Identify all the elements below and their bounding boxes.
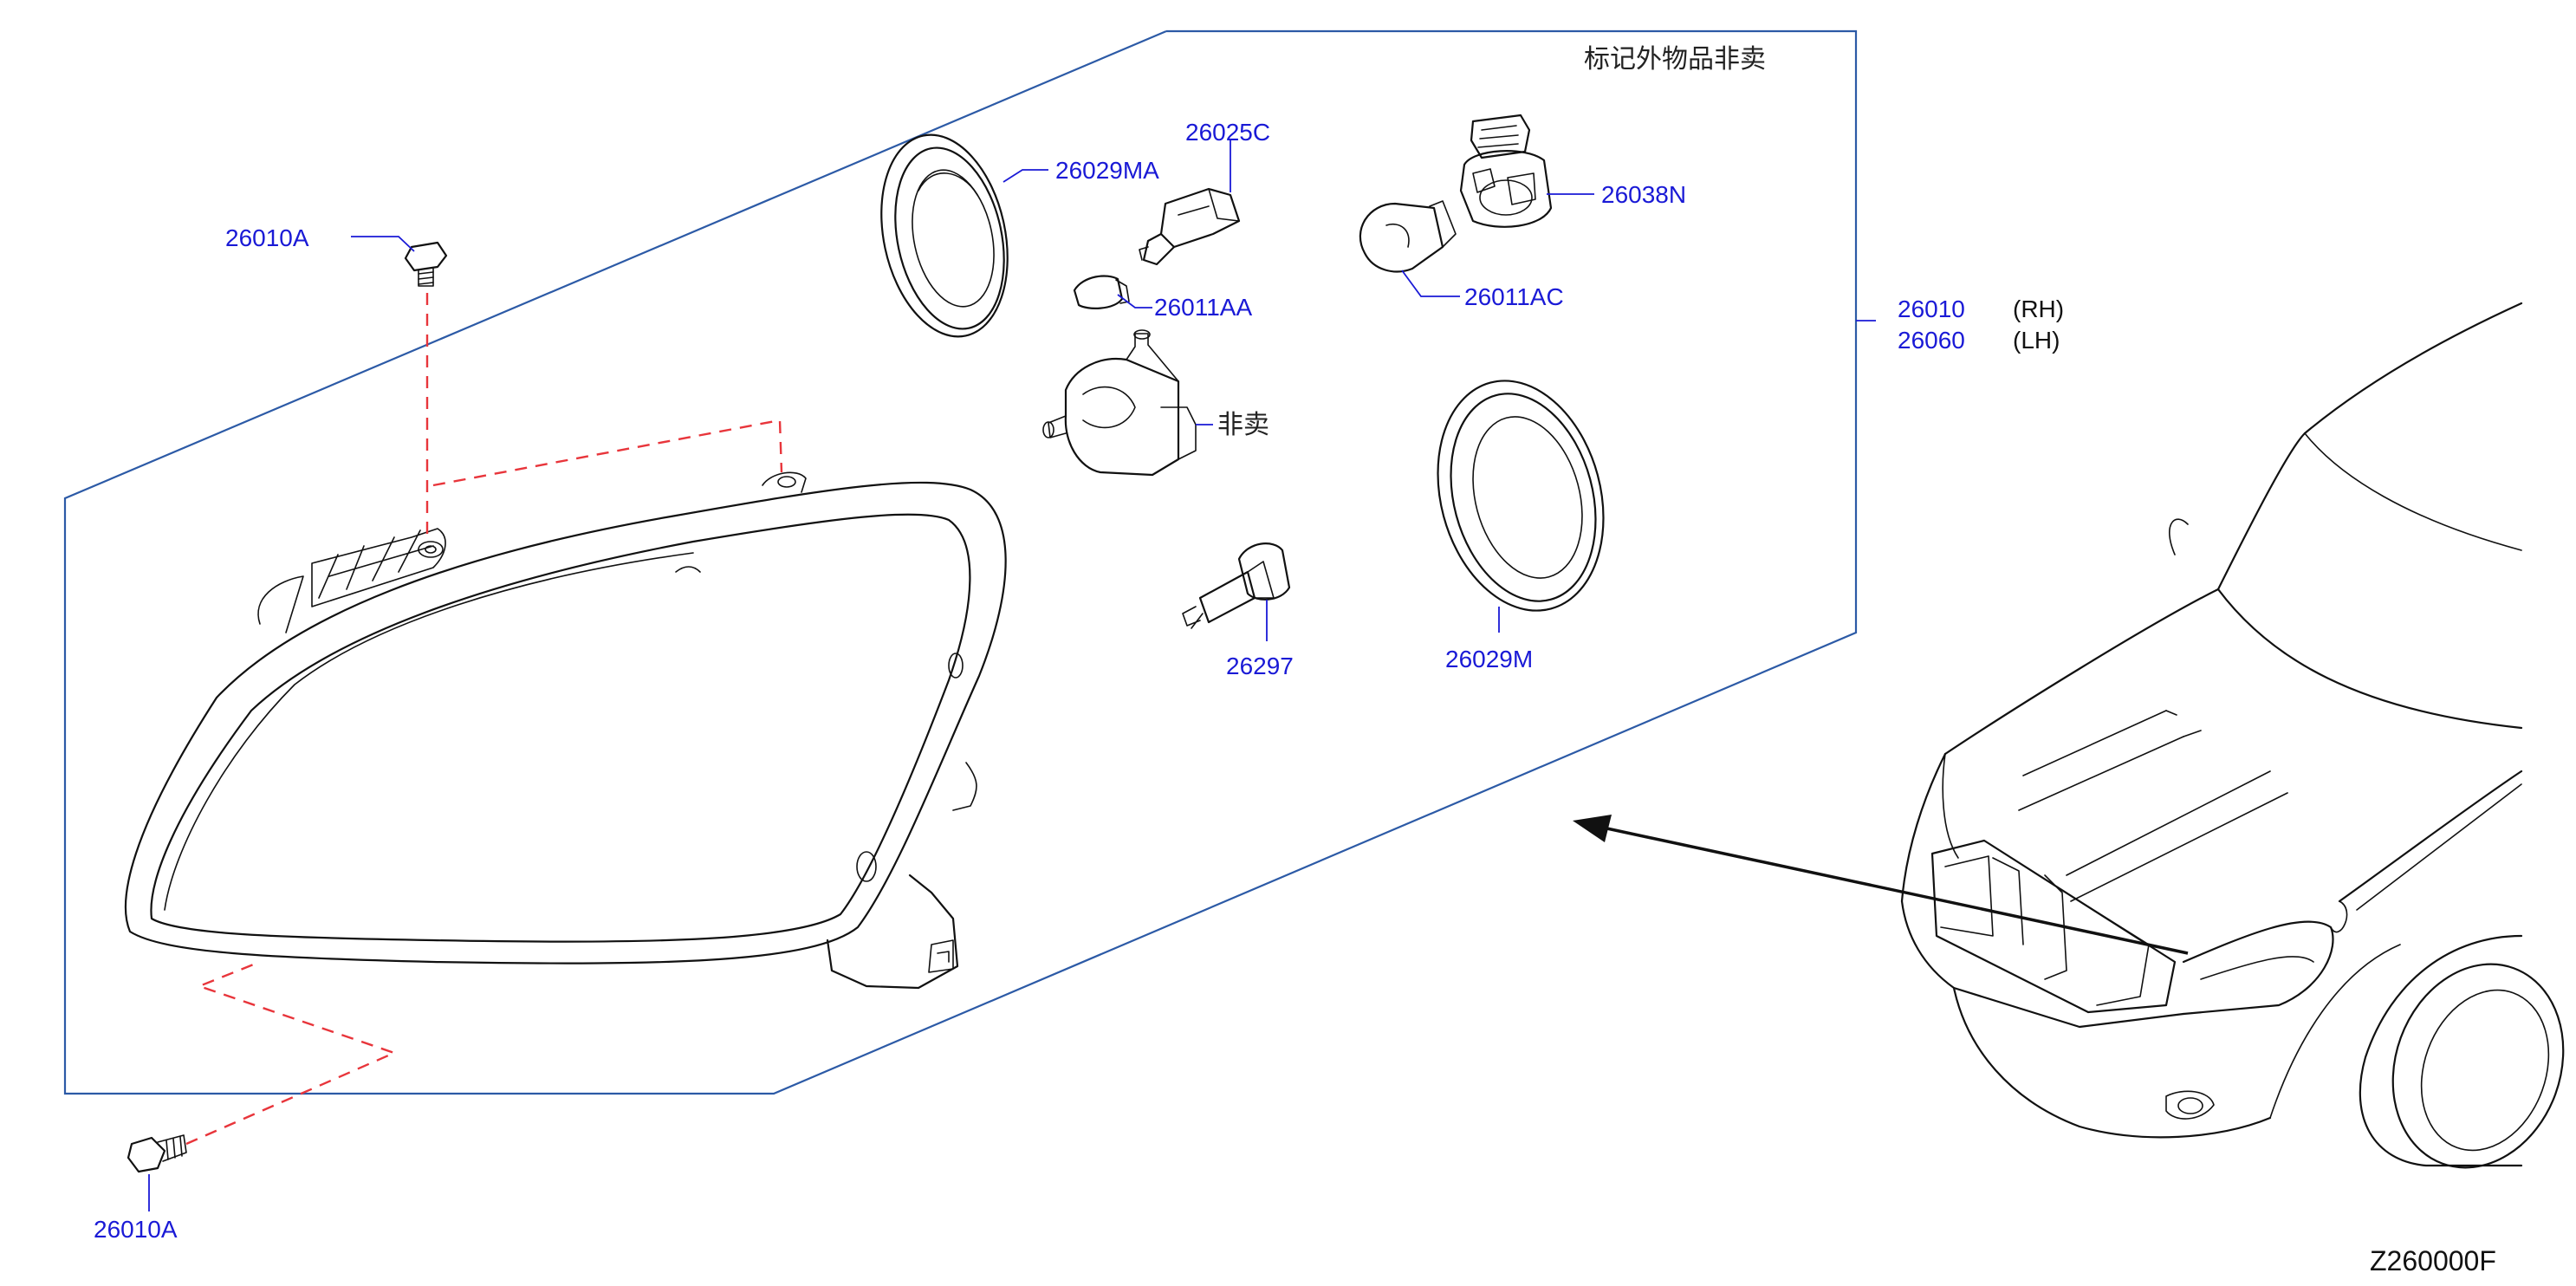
direction-arrow-line [1602,826,2189,955]
dash-bottom-bolt [185,960,398,1146]
callout-assy-lh: 26060 [1898,327,1965,354]
assembly-frame [63,29,1858,1095]
bolt-bottom-drawing [127,1134,187,1173]
socket-turn-drawing [1459,114,1553,228]
socket-small-drawing [1139,187,1241,266]
direction-arrow-head [1573,815,1612,842]
callout-bolt-bottom: 26010A [94,1216,178,1243]
callout-bulb-turn: 26011AC [1464,283,1564,310]
leveling-motor-drawing [1042,329,1197,477]
cap-small-drawing [880,133,1009,338]
callout-assy-lh-side: (LH) [2013,327,2060,354]
callout-bolt-top: 26010A [225,224,309,251]
headlamp-assembly-drawing [124,471,1007,990]
callout-bulb-h: 26297 [1226,653,1294,679]
leader-bulb-small [1117,294,1152,309]
callout-socket-turn: 26038N [1601,181,1686,208]
label-not-sold: 非卖 [1217,411,1269,439]
bulb-turn-drawing [1359,200,1457,273]
note-not-sold-outside: 标记外物品非卖 [1584,45,1766,74]
vehicle-drawing [1900,302,2565,1169]
bulb-small-drawing [1073,275,1130,309]
callout-assy-rh: 26010 [1898,296,1965,322]
leader-bolt-top [351,236,415,252]
dash-top-bracket [432,419,783,487]
callout-assy-rh-side: (RH) [2013,296,2064,322]
callout-socket-small: 26025C [1185,119,1270,146]
callout-cap-small: 26029MA [1055,157,1159,184]
bulb-h-drawing [1182,542,1291,629]
cap-large-drawing [1437,380,1605,612]
callout-cap-large: 26029M [1445,646,1533,672]
leader-bulb-turn [1401,270,1460,297]
callout-bulb-small: 26011AA [1154,294,1252,321]
drawing-code: Z260000F [2370,1245,2496,1276]
bolt-top-drawing [404,241,448,287]
leader-cap-small [1002,169,1048,183]
